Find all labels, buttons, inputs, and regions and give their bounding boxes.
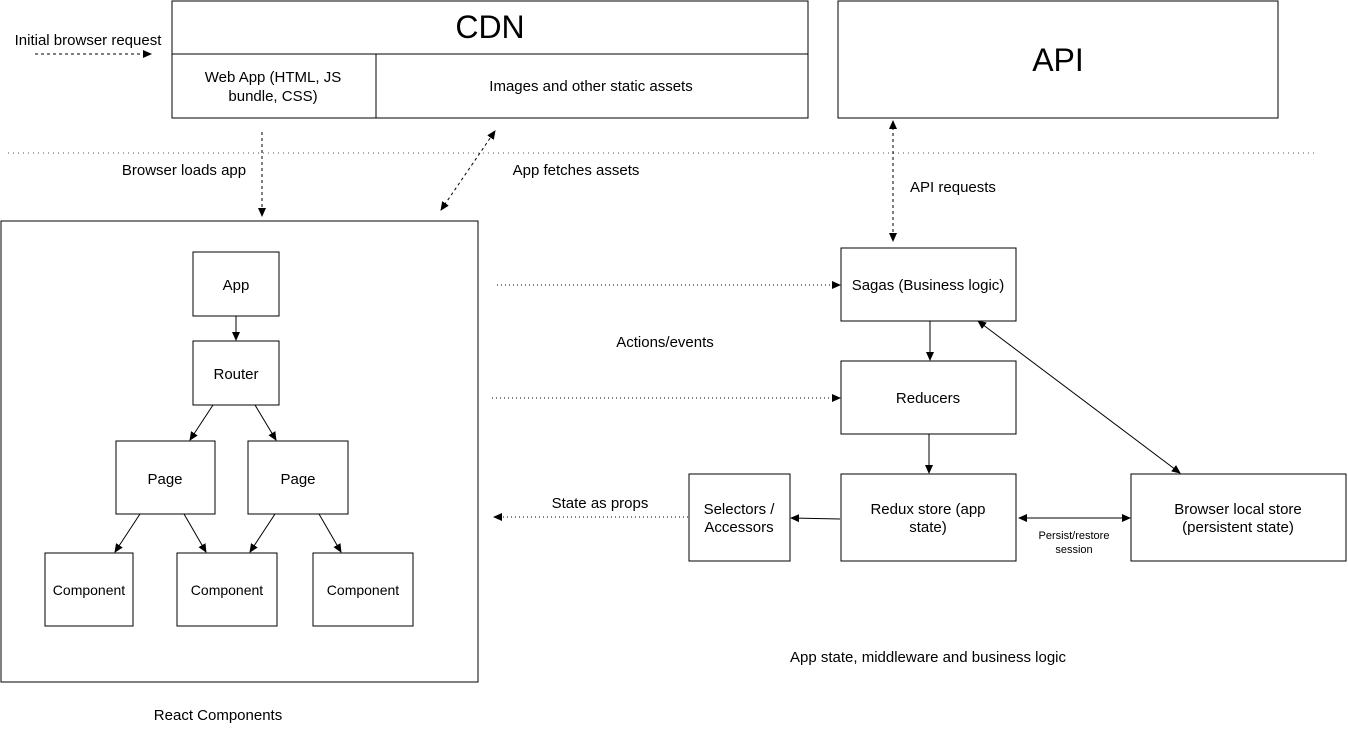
page-node-left: Page (115, 440, 216, 515)
edge-sagas-local-store (977, 320, 1181, 474)
edge-router-page-left (189, 404, 214, 441)
edge-page-right-component-3 (318, 513, 342, 553)
svg-text:Redux store (app: Redux store (app (870, 501, 985, 518)
svg-text:Browser local store: Browser local store (1174, 501, 1302, 518)
edge-page-right-component-2 (249, 513, 276, 553)
browser-local-store-node: Browser local store (persistent state) (1130, 473, 1347, 562)
app-node: App (192, 251, 280, 317)
svg-text:Accessors: Accessors (704, 519, 773, 536)
svg-text:Component: Component (53, 582, 125, 598)
svg-text:Reducers: Reducers (896, 390, 960, 407)
svg-text:App: App (223, 277, 250, 294)
svg-text:state): state) (909, 519, 947, 536)
state-section-caption: App state, middleware and business logic (790, 649, 1066, 666)
initial-request-label: Initial browser request (15, 32, 163, 49)
component-node-2: Component (176, 552, 278, 627)
app-fetches-label: App fetches assets (513, 162, 640, 179)
persist-label-line2: session (1055, 544, 1092, 556)
sagas-node: Sagas (Business logic) (840, 247, 1017, 322)
page-node-right: Page (247, 440, 349, 515)
svg-text:Page: Page (147, 471, 182, 488)
svg-text:Router: Router (213, 366, 258, 383)
edge-page-left-component-2 (183, 513, 207, 553)
edge-page-left-component-1 (114, 513, 141, 553)
edge-redux-selectors (790, 514, 841, 523)
component-node-1: Component (44, 552, 134, 627)
api-box: API (837, 0, 1279, 119)
actions-events-label: Actions/events (616, 334, 714, 351)
svg-text:Component: Component (327, 582, 399, 598)
web-app-label-line1: Web App (HTML, JS (205, 69, 341, 86)
api-title: API (1032, 42, 1084, 78)
redux-store-node: Redux store (app state) (840, 473, 1017, 562)
app-fetches-arrow (440, 130, 496, 211)
state-as-props-label: State as props (552, 495, 649, 512)
browser-loads-label: Browser loads app (122, 162, 246, 179)
svg-text:(persistent state): (persistent state) (1182, 519, 1294, 536)
svg-text:Selectors /: Selectors / (704, 501, 776, 518)
router-node: Router (192, 340, 280, 406)
svg-text:Page: Page (280, 471, 315, 488)
api-requests-label: API requests (910, 179, 996, 196)
web-app-label-line2: bundle, CSS) (228, 88, 317, 105)
svg-text:Sagas (Business logic): Sagas (Business logic) (852, 277, 1005, 294)
reducers-node: Reducers (840, 360, 1017, 435)
persist-label-line1: Persist/restore (1039, 530, 1110, 542)
cdn-title: CDN (455, 9, 524, 45)
edge-router-page-right (254, 404, 277, 441)
component-node-3: Component (312, 552, 414, 627)
svg-text:Component: Component (191, 582, 263, 598)
cdn-box: CDN Web App (HTML, JS bundle, CSS) Image… (171, 0, 809, 119)
selectors-node: Selectors / Accessors (688, 473, 791, 562)
react-components-caption: React Components (154, 707, 282, 724)
static-assets-label: Images and other static assets (489, 78, 692, 95)
